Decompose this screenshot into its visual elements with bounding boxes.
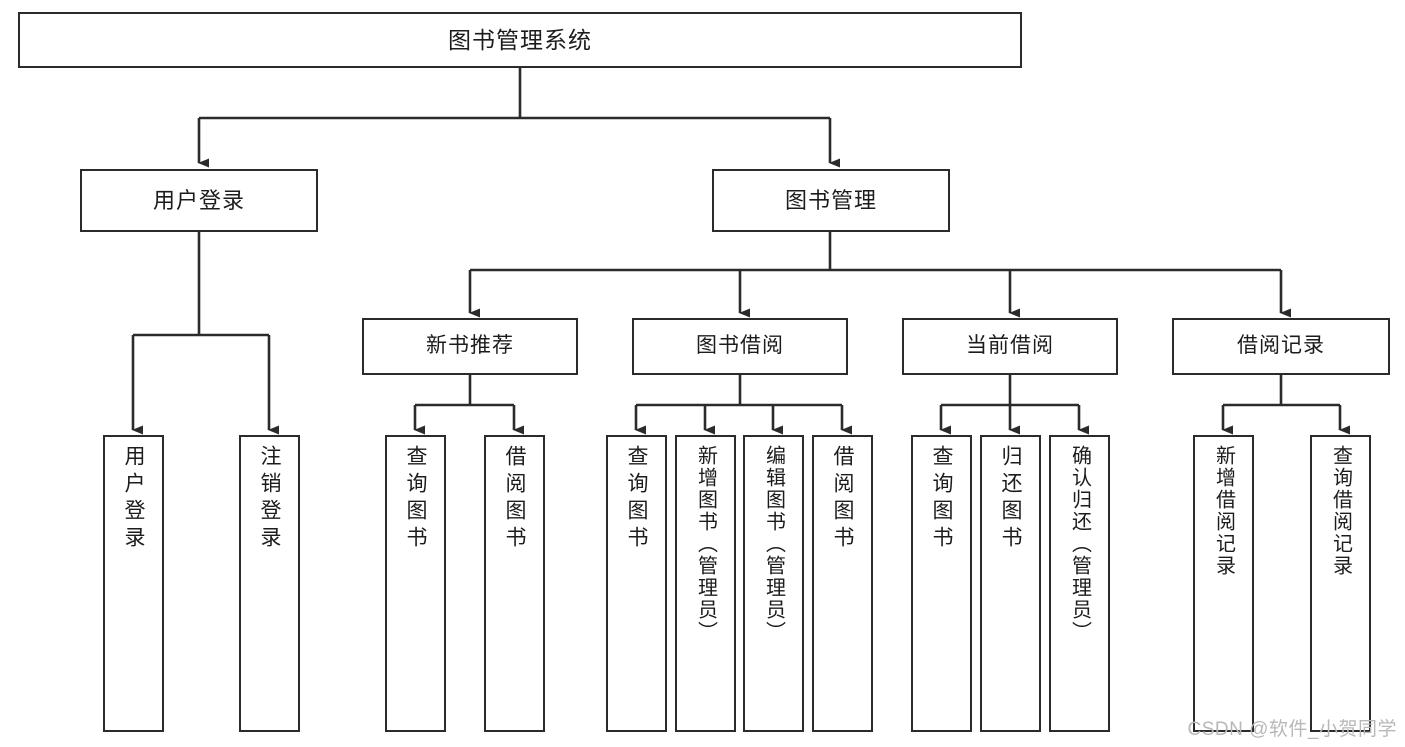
node-new-book-recommend[interactable]: 新书推荐 (362, 318, 578, 375)
node-label: 新增图书（管理员） (694, 445, 717, 643)
node-borrow-record[interactable]: 借阅记录 (1172, 318, 1390, 375)
node-label: 图书管理 (784, 187, 877, 213)
node-label: 图书借阅 (696, 334, 784, 358)
watermark-text: CSDN @软件_小贺同学 (1187, 719, 1397, 740)
node-label: 查询图书 (930, 445, 953, 553)
node-leaf-user-login[interactable]: 用户登录 (103, 435, 164, 732)
node-label: 当前借阅 (966, 334, 1054, 358)
node-leaf-query-book-recommend[interactable]: 查询图书 (385, 435, 446, 732)
node-leaf-query-borrow-record[interactable]: 查询借阅记录 (1310, 435, 1371, 732)
node-leaf-add-borrow-record[interactable]: 新增借阅记录 (1193, 435, 1254, 732)
node-label: 用户登录 (122, 445, 145, 553)
node-leaf-add-book-admin[interactable]: 新增图书（管理员） (675, 435, 736, 732)
node-leaf-edit-book-admin[interactable]: 编辑图书（管理员） (743, 435, 804, 732)
node-label: 编辑图书（管理员） (762, 445, 785, 643)
node-label: 查询图书 (404, 445, 427, 553)
node-label: 用户登录 (152, 187, 245, 213)
node-label: 注销登录 (258, 445, 281, 553)
node-current-borrow[interactable]: 当前借阅 (902, 318, 1118, 375)
node-label: 归还图书 (999, 445, 1022, 553)
node-label: 图书管理系统 (448, 26, 592, 53)
node-user-login[interactable]: 用户登录 (80, 169, 318, 232)
node-root-system[interactable]: 图书管理系统 (18, 12, 1022, 68)
node-leaf-return-book[interactable]: 归还图书 (980, 435, 1041, 732)
node-leaf-borrow-book[interactable]: 借阅图书 (812, 435, 873, 732)
node-label: 查询借阅记录 (1329, 445, 1352, 577)
node-book-manage[interactable]: 图书管理 (712, 169, 950, 232)
node-label: 借阅图书 (831, 445, 854, 553)
node-label: 新书推荐 (426, 334, 514, 358)
node-leaf-confirm-return-admin[interactable]: 确认归还（管理员） (1049, 435, 1110, 732)
node-label: 确认归还（管理员） (1068, 445, 1091, 643)
node-label: 借阅图书 (503, 445, 526, 553)
node-label: 借阅记录 (1237, 334, 1325, 358)
node-leaf-query-book-current[interactable]: 查询图书 (911, 435, 972, 732)
node-leaf-query-book-borrow[interactable]: 查询图书 (606, 435, 667, 732)
node-label: 查询图书 (625, 445, 648, 553)
node-label: 新增借阅记录 (1212, 445, 1235, 577)
node-book-borrow[interactable]: 图书借阅 (632, 318, 848, 375)
node-leaf-logout-login[interactable]: 注销登录 (239, 435, 300, 732)
node-leaf-borrow-book-recommend[interactable]: 借阅图书 (484, 435, 545, 732)
